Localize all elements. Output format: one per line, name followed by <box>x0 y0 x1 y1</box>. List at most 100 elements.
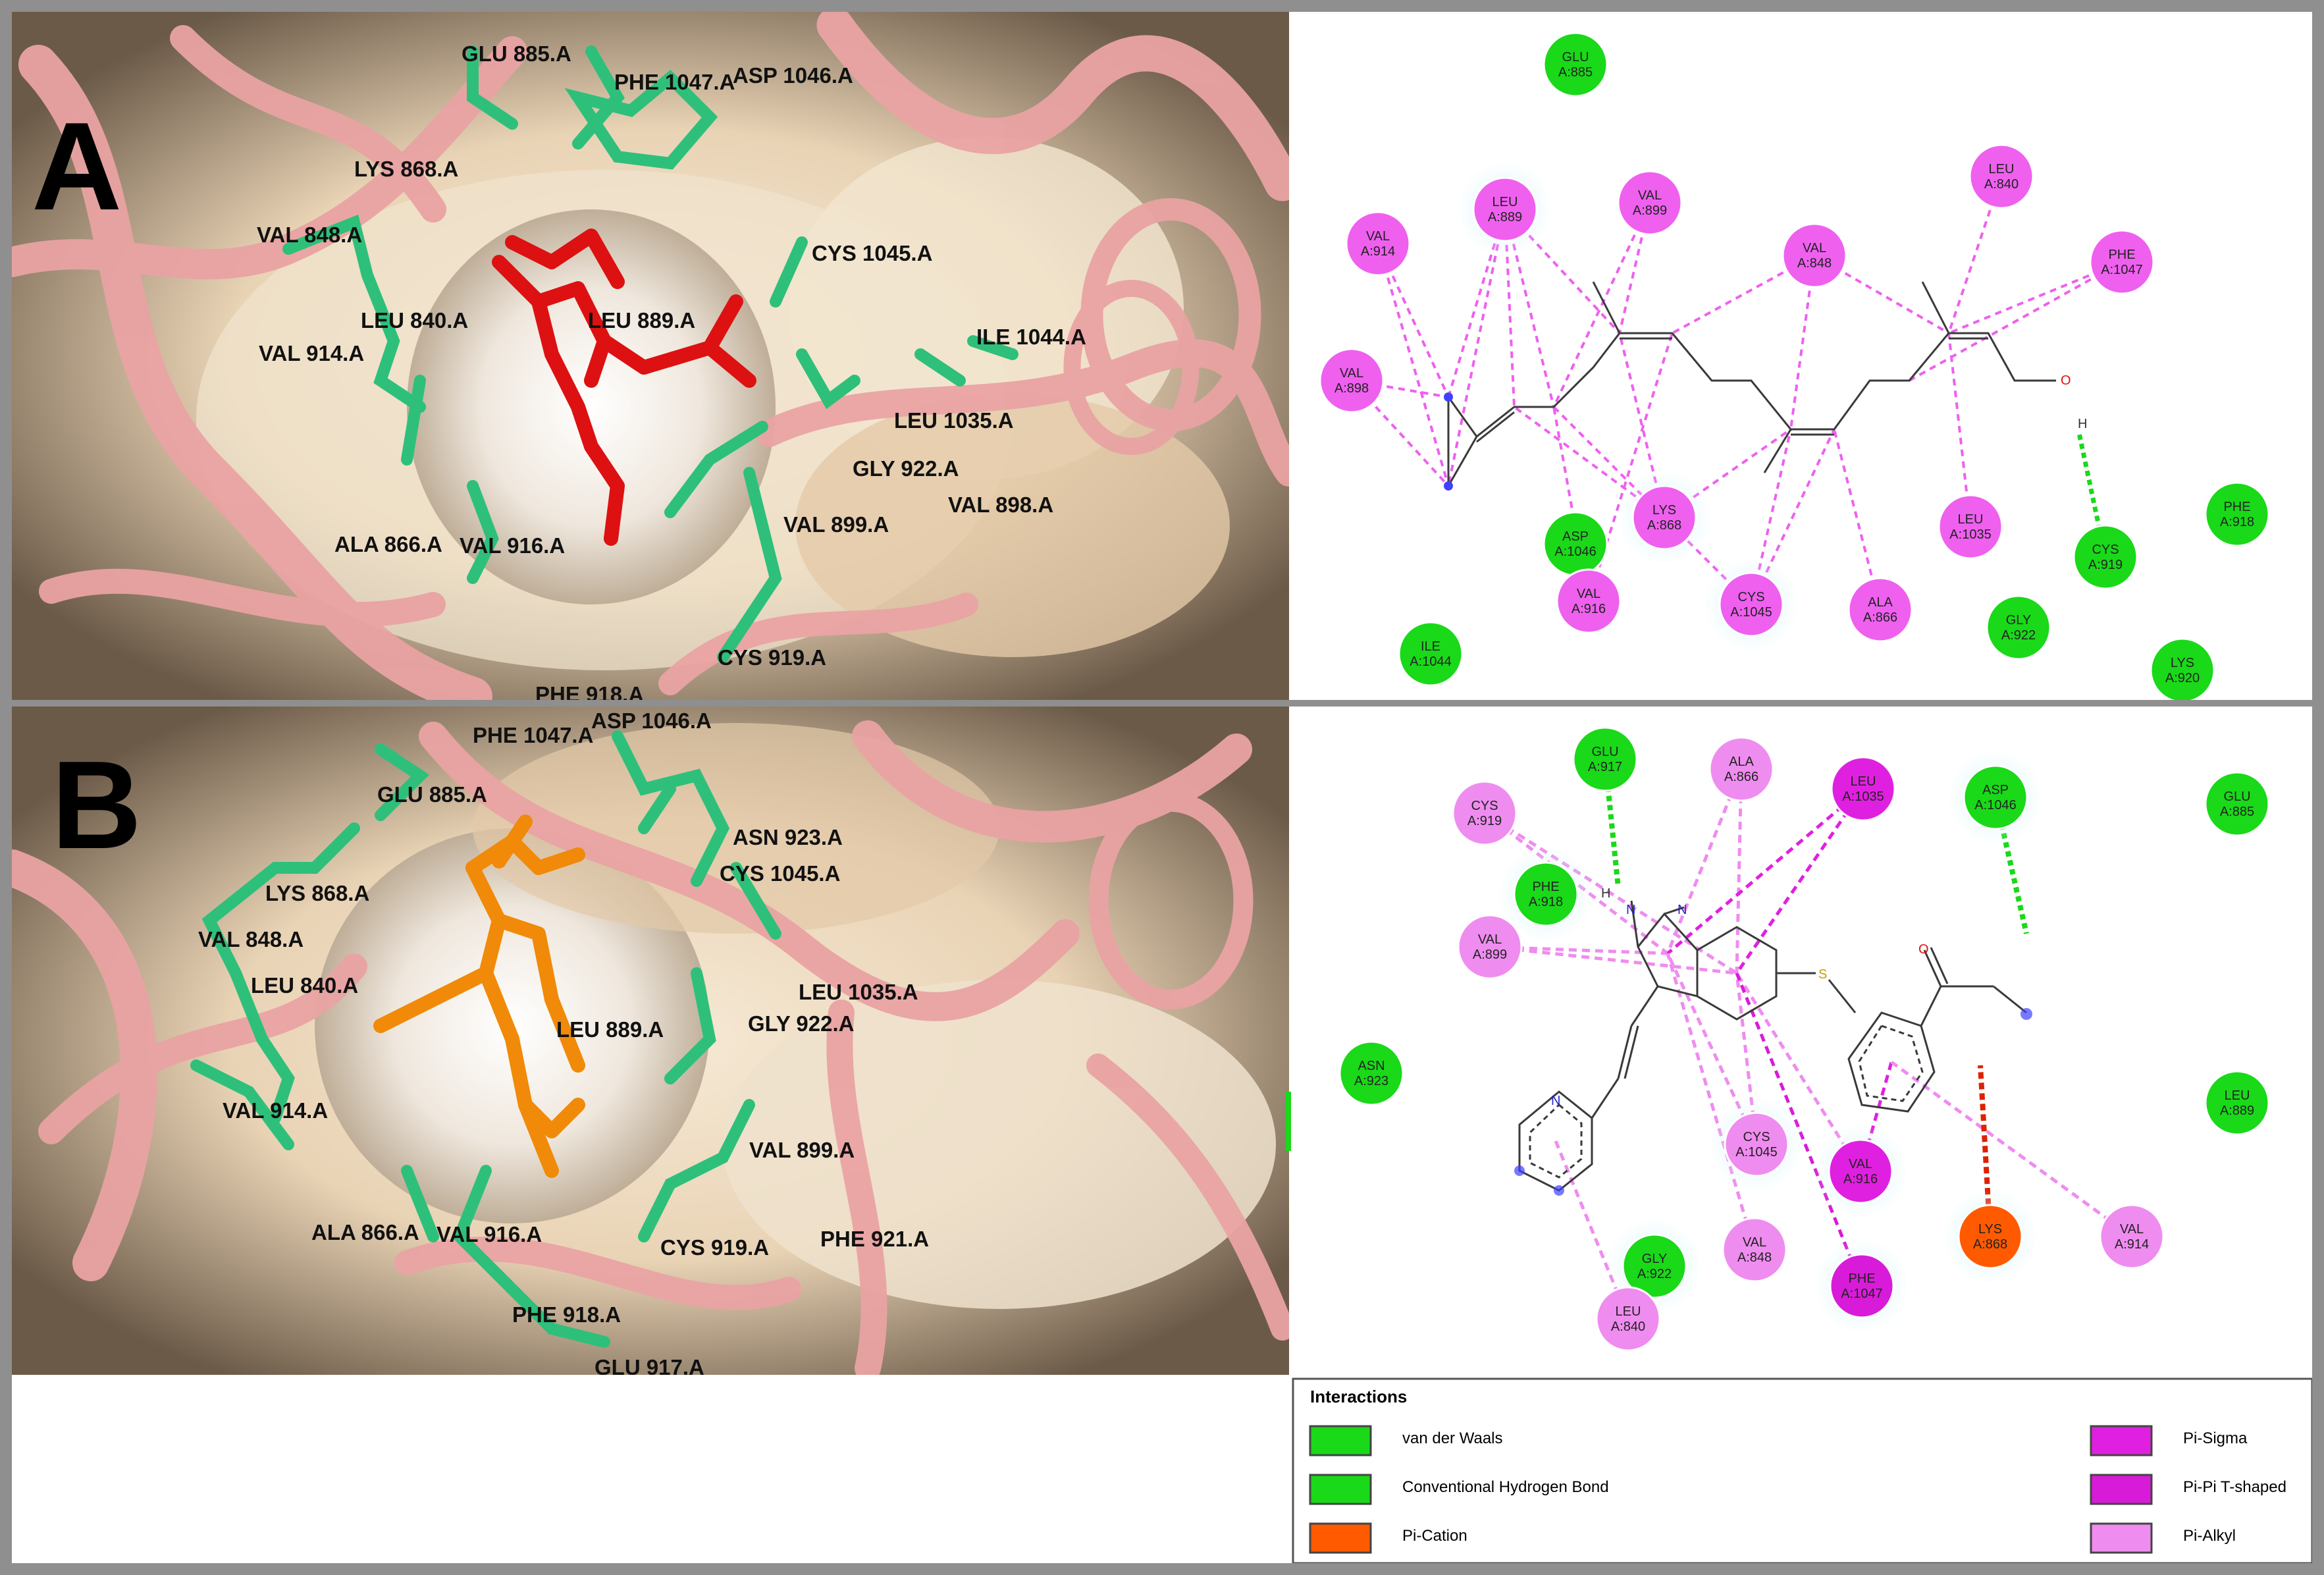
interaction-line <box>1504 209 1555 408</box>
residue-label-3d: VAL 914.A <box>259 341 364 365</box>
residue-number: A:914 <box>2115 1237 2149 1252</box>
atom-n-label: N <box>1677 903 1687 917</box>
residue-number: A:922 <box>1637 1267 1672 1281</box>
residue-number: A:1035 <box>1842 789 1884 804</box>
residue-number: A:917 <box>1588 760 1622 774</box>
residue-name: LYS <box>1652 503 1676 518</box>
residue-number: A:919 <box>1467 814 1502 828</box>
residue-label-3d: ASP 1046.A <box>733 63 853 88</box>
residue-name: VAL <box>2120 1222 2144 1237</box>
interaction-line <box>1489 945 1737 975</box>
pi-cation-line <box>1978 1065 1993 1237</box>
legend-title: Interactions <box>1310 1387 1407 1406</box>
legend-item: Conventional Hydrogen Bond <box>1309 1474 1609 1505</box>
residue-label-3d: PHE 1047.A <box>473 723 593 747</box>
interaction-line <box>1666 953 1756 1250</box>
panel-a-letter: A <box>32 97 122 236</box>
residue-label-3d: PHE 921.A <box>820 1227 929 1251</box>
legend-swatch <box>1309 1425 1372 1456</box>
legend-swatch <box>2090 1474 2153 1505</box>
interaction-line <box>1618 333 1666 518</box>
residue-name: LEU <box>1989 162 2015 176</box>
residue-name: GLU <box>2223 789 2250 804</box>
residue-name: LYS <box>1978 1222 2002 1237</box>
interaction-line <box>1483 812 1669 955</box>
residue-name: VAL <box>1577 587 1600 601</box>
interaction-line <box>1947 333 1972 527</box>
panel-a-2d: O H GLUA:885LEUA:889VALA:899LEUA:840VALA… <box>1289 12 2312 703</box>
residue-name: ASN <box>1358 1059 1385 1073</box>
residue-label-3d: VAL 916.A <box>436 1222 542 1246</box>
residue-label-3d: VAL 848.A <box>257 223 362 247</box>
residue-name: ALA <box>1868 595 1893 610</box>
residue-label-3d: VAL 898.A <box>948 493 1053 517</box>
residue-number: A:919 <box>2088 558 2123 572</box>
legend-item: Pi-Pi T-shaped <box>2090 1474 2286 1505</box>
residue-label-3d: LEU 889.A <box>556 1017 664 1042</box>
residue-name: VAL <box>1638 188 1662 203</box>
interaction-line <box>1909 261 2123 382</box>
residue-name: PHE <box>2223 500 2250 514</box>
residue-label-3d: ASP 1046.A <box>591 708 712 733</box>
residue-number: A:868 <box>1647 518 1681 533</box>
residue-label-3d: ALA 866.A <box>334 532 442 556</box>
residue-number: A:866 <box>1724 770 1758 784</box>
residue-name: VAL <box>1803 241 1826 255</box>
interaction-line <box>1833 429 1882 610</box>
residue-label-3d: LEU 840.A <box>251 973 358 998</box>
residue-label-3d: GLY 922.A <box>748 1011 854 1036</box>
legend-label: Pi-Cation <box>1402 1527 1467 1545</box>
residue-label-3d: LYS 868.A <box>265 881 369 905</box>
interaction-line <box>1552 202 1651 408</box>
residue-name: GLU <box>1591 745 1618 759</box>
atom-marker <box>1444 481 1453 491</box>
residue-label-3d: ALA 866.A <box>311 1220 419 1244</box>
residue-number: A:840 <box>1611 1320 1645 1334</box>
residue-name: ILE <box>1421 639 1440 654</box>
residue-number: A:840 <box>1984 177 2019 192</box>
residue-number: A:889 <box>1488 210 1522 225</box>
residue-number: A:1047 <box>2101 263 2142 277</box>
residue-number: A:1045 <box>1730 605 1772 620</box>
atom-n-label: N <box>1551 1094 1560 1108</box>
interaction-line <box>1504 209 1516 408</box>
residue-number: A:1035 <box>1949 527 1991 542</box>
residue-name: VAL <box>1478 932 1502 947</box>
residue-name: ASP <box>1562 529 1589 544</box>
panel-divider <box>12 700 2312 707</box>
interaction-line <box>1447 209 1506 398</box>
interaction-line <box>1735 788 1865 974</box>
residue-number: A:922 <box>2001 628 2036 643</box>
residue-name: VAL <box>1366 229 1390 244</box>
residue-name: LEU <box>1616 1304 1641 1319</box>
legend-label: Pi-Pi T-shaped <box>2183 1478 2286 1496</box>
atom-marker <box>1514 1165 1525 1176</box>
interaction-line <box>1735 768 1743 974</box>
residue-name: VAL <box>1849 1157 1872 1171</box>
residue-number: A:1046 <box>1554 545 1596 559</box>
legend-swatch <box>1309 1474 1372 1505</box>
residue-number: A:1047 <box>1841 1287 1882 1301</box>
interaction-line <box>1735 973 1864 1287</box>
residue-name: LEU <box>1851 774 1876 789</box>
residue-name: CYS <box>1471 799 1498 813</box>
residue-name: CYS <box>1743 1130 1770 1144</box>
residue-label-3d: LEU 840.A <box>361 308 468 333</box>
